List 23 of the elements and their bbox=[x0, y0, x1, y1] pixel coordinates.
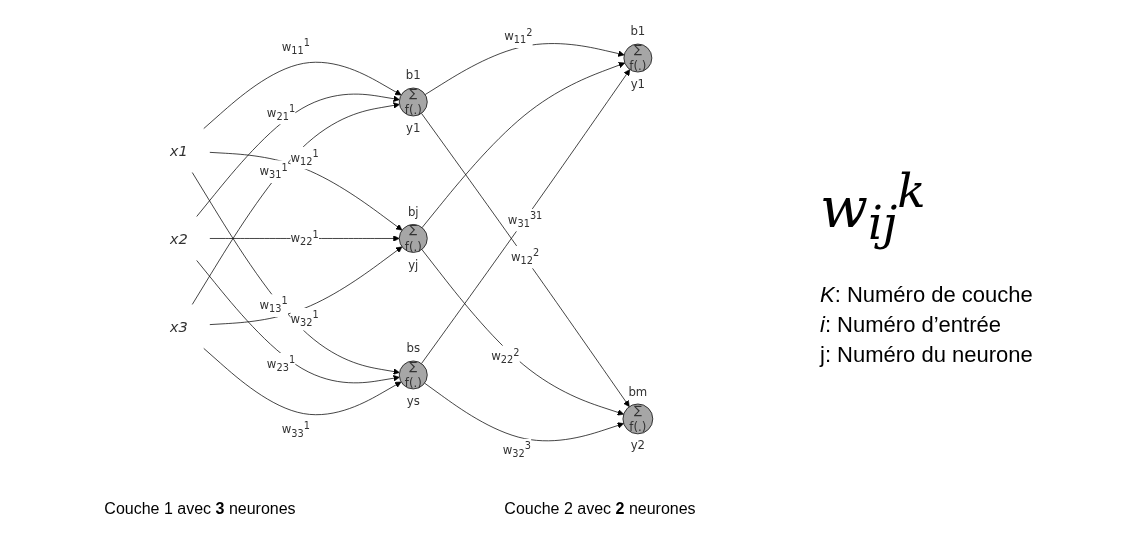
node-label: bj bbox=[407, 204, 419, 219]
legend-text: j: Numéro du neurone bbox=[820, 341, 1034, 368]
node-label: bm bbox=[628, 385, 647, 400]
node-text: x2 bbox=[169, 229, 188, 248]
node-circle: ∑ f(.) bbox=[622, 403, 653, 435]
layer-caption: Couche 1 avec 3 neurones bbox=[104, 500, 296, 518]
node-text: x3 bbox=[169, 317, 188, 336]
node-circle: ∑ f(.) bbox=[398, 360, 428, 390]
node-circle: ∑ f(.) bbox=[398, 224, 428, 253]
node-label: bs bbox=[406, 341, 420, 356]
node-label: yj bbox=[407, 257, 419, 272]
legend-text: i: Numéro d’entrée bbox=[820, 311, 1002, 338]
node-label: y1 bbox=[630, 77, 645, 92]
node-label: b1 bbox=[405, 68, 421, 83]
node-label: y2 bbox=[630, 437, 645, 452]
node-label: ys bbox=[406, 394, 420, 408]
node-label: b1 bbox=[630, 24, 645, 39]
layer-caption: Couche 2 avec 2 neurones bbox=[504, 500, 696, 518]
node-circle: ∑ f(.) bbox=[398, 87, 428, 117]
legend-text: K: Numéro de couche bbox=[820, 281, 1034, 308]
node-text: x1 bbox=[169, 141, 188, 160]
node-label: y1 bbox=[405, 121, 421, 135]
node-circle: ∑ f(.) bbox=[623, 43, 652, 73]
